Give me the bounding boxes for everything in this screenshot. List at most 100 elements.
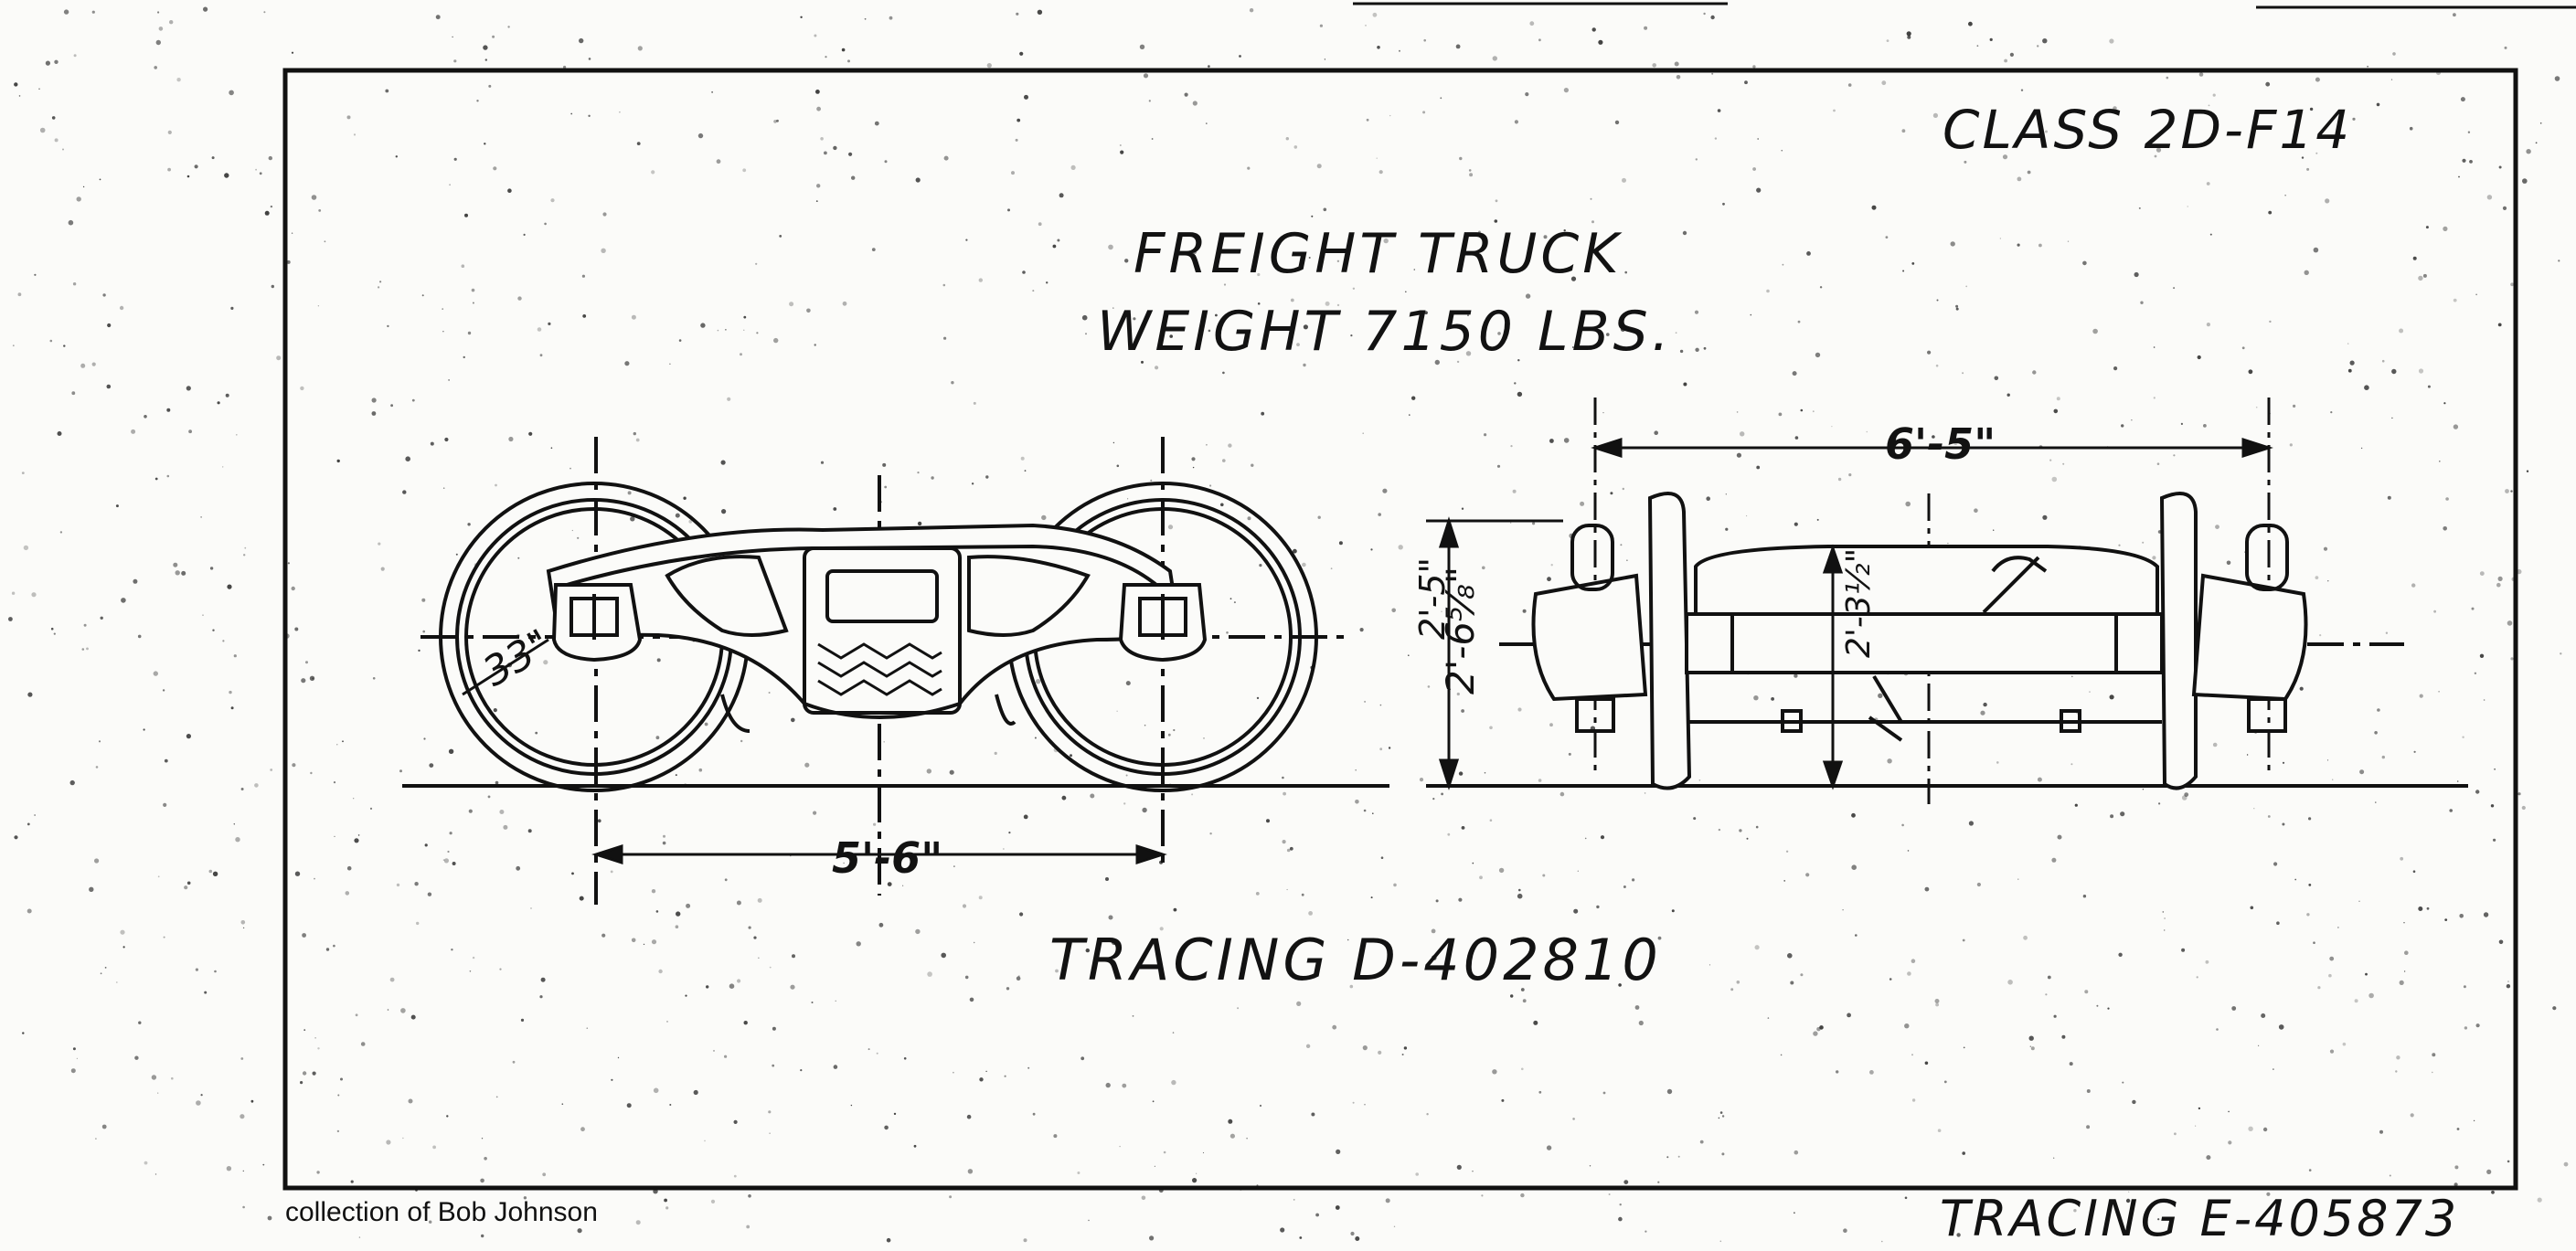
speckle-dot	[773, 120, 777, 123]
speckle-dot	[2121, 424, 2124, 428]
speckle-dot	[1455, 44, 1461, 49]
speckle-dot	[1602, 1091, 1606, 1095]
speckle-dot	[395, 155, 398, 158]
speckle-dot	[1645, 1230, 1647, 1233]
speckle-dot	[2443, 402, 2446, 405]
speckle-dot	[724, 1055, 728, 1058]
speckle-dot	[1638, 1020, 1644, 1026]
speckle-dot	[1517, 359, 1520, 362]
speckle-dot	[1173, 907, 1177, 912]
speckle-dot	[390, 404, 393, 408]
speckle-dot	[476, 100, 479, 102]
speckle-dot	[163, 802, 167, 808]
speckle-dot	[1465, 351, 1472, 356]
speckle-dot	[2510, 490, 2513, 493]
speckle-dot	[471, 288, 475, 292]
speckle-dot	[2395, 1070, 2398, 1073]
speckle-dot	[443, 858, 449, 864]
speckle-dot	[915, 177, 921, 183]
speckle-dot	[487, 795, 491, 799]
speckle-dot	[1355, 1236, 1360, 1241]
speckle-dot	[651, 889, 656, 894]
speckle-dot	[1299, 1236, 1303, 1239]
speckle-dot	[1622, 487, 1625, 491]
speckle-dot	[2196, 976, 2198, 979]
speckle-dot	[2173, 287, 2176, 290]
speckle-dot	[1401, 1054, 1404, 1055]
speckle-dot	[943, 155, 949, 161]
speckle-dot	[833, 1065, 838, 1069]
speckle-dot	[2403, 922, 2405, 924]
speckle-dot	[2132, 1099, 2136, 1105]
speckle-dot	[2118, 544, 2121, 546]
speckle-dot	[1881, 80, 1887, 86]
speckle-dot	[2142, 541, 2145, 544]
speckle-dot	[336, 459, 340, 463]
speckle-dot	[414, 882, 419, 886]
speckle-dot	[2418, 275, 2423, 281]
speckle-dot	[1372, 812, 1374, 814]
speckle-dot	[2329, 1049, 2335, 1054]
speckle-dot	[1937, 1129, 1942, 1132]
speckle-dot	[1657, 1181, 1660, 1183]
speckle-dot	[601, 248, 606, 253]
speckle-dot	[2323, 546, 2328, 551]
speckle-dot	[737, 979, 741, 983]
speckle-dot	[1847, 83, 1852, 87]
speckle-dot	[2113, 106, 2117, 111]
speckle-dot	[1440, 97, 1442, 100]
speckle-dot	[949, 769, 954, 775]
speckle-dot	[1904, 1196, 1908, 1200]
speckle-dot	[2352, 117, 2356, 121]
speckle-dot	[1919, 432, 1923, 437]
speckle-dot	[913, 1144, 917, 1148]
speckle-dot	[2070, 763, 2073, 766]
speckle-dot	[1432, 955, 1437, 960]
speckle-dot	[2253, 808, 2255, 810]
speckle-dot	[429, 763, 434, 768]
speckle-dot	[468, 809, 473, 813]
speckle-dot	[2438, 691, 2440, 693]
speckle-dot	[569, 467, 571, 470]
speckle-dot	[1282, 776, 1284, 779]
speckle-dot	[1632, 878, 1635, 882]
speckle-dot	[1740, 431, 1745, 437]
speckle-dot	[1510, 445, 1513, 448]
speckle-dot	[736, 900, 741, 906]
speckle-dot	[1682, 230, 1687, 236]
speckle-dot	[2153, 397, 2156, 399]
speckle-dot	[1785, 850, 1789, 853]
speckle-dot	[658, 969, 663, 974]
speckle-dot	[89, 886, 94, 892]
speckle-dot	[1239, 55, 1241, 58]
speckle-dot	[1644, 792, 1646, 794]
speckle-dot	[2375, 801, 2377, 803]
speckle-dot	[1364, 700, 1367, 703]
speckle-dot	[1522, 999, 1527, 1003]
speckle-dot	[27, 692, 33, 697]
speckle-dot	[2419, 694, 2423, 698]
speckle-dot	[1143, 73, 1149, 79]
speckle-dot	[833, 507, 837, 511]
speckle-dot	[1366, 118, 1369, 122]
speckle-dot	[2284, 195, 2286, 196]
speckle-dot	[2537, 1197, 2542, 1203]
speckle-dot	[2459, 914, 2464, 918]
speckle-dot	[1144, 724, 1146, 726]
speckle-dot	[1296, 1001, 1302, 1006]
speckle-dot	[721, 509, 727, 514]
speckle-dot	[1006, 987, 1010, 991]
speckle-dot	[467, 523, 471, 526]
speckle-dot	[2212, 93, 2216, 97]
speckle-dot	[1008, 832, 1011, 834]
speckle-dot	[1192, 101, 1198, 106]
speckle-dot	[1549, 723, 1553, 727]
speckle-dot	[586, 1027, 589, 1029]
speckle-dot	[772, 1064, 775, 1067]
speckle-dot	[791, 717, 795, 723]
speckle-dot	[303, 1029, 306, 1031]
speckle-dot	[841, 48, 846, 52]
speckle-dot	[1677, 1155, 1680, 1158]
speckle-dot	[1352, 1101, 1355, 1104]
